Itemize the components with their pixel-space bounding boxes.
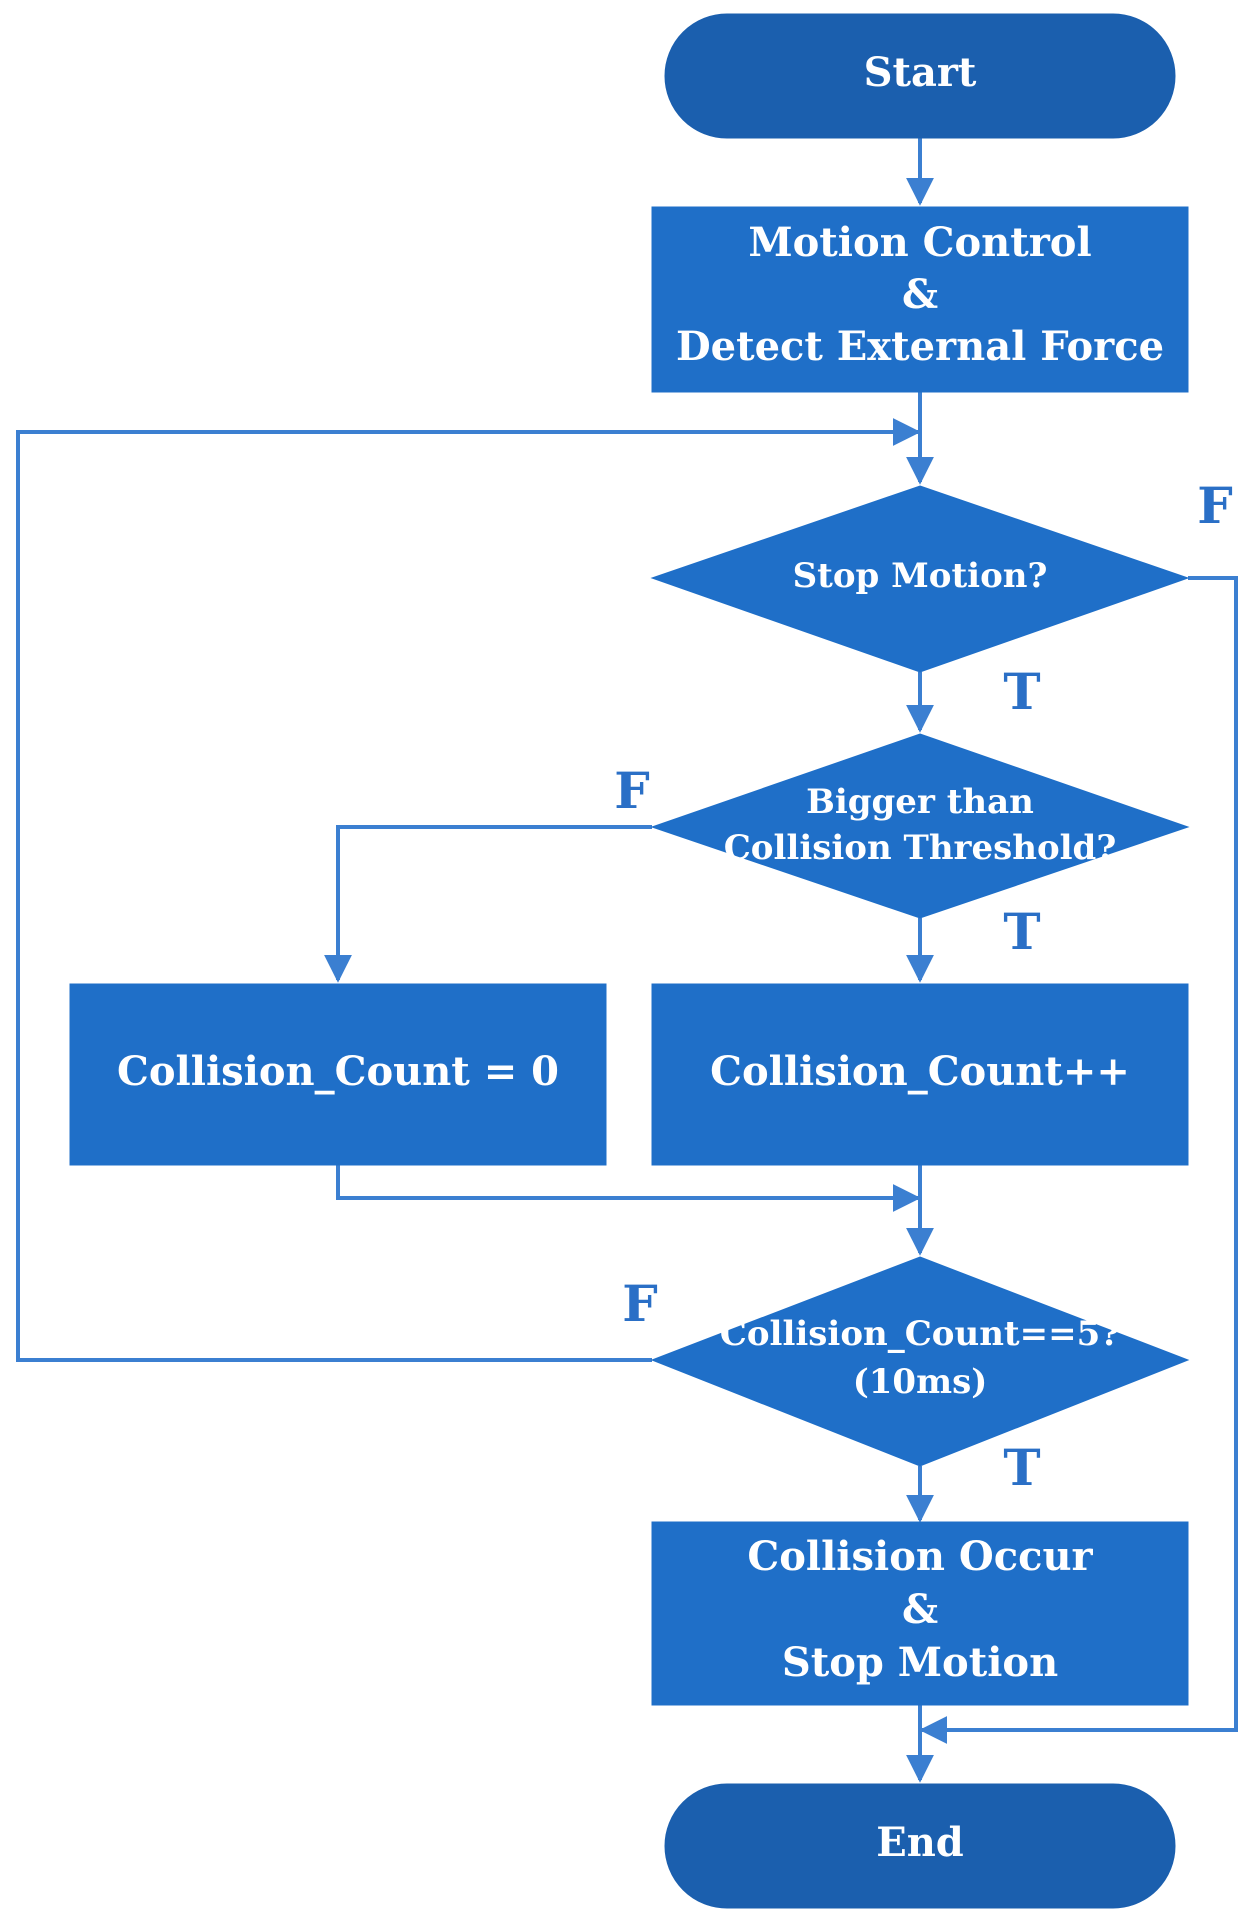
threshold-false-label: F	[614, 761, 650, 820]
count5-label-2: (10ms)	[853, 1362, 988, 1402]
stop-motion-true-label: T	[1003, 662, 1040, 721]
motion-control-label-1: Motion Control	[748, 219, 1091, 266]
stop-motion-shape	[650, 485, 1190, 673]
collision-occur-node: Collision Occur & Stop Motion	[651, 1521, 1189, 1706]
threshold-label-2: Collision Threshold?	[724, 828, 1117, 868]
count5-label-1: Collision_Count==5?	[720, 1314, 1120, 1354]
count-reset-node: Collision_Count = 0	[69, 983, 607, 1166]
collision-occur-label-1: Collision Occur	[747, 1533, 1093, 1580]
stop-motion-decision: Stop Motion?	[650, 485, 1190, 673]
count-increment-label: Collision_Count++	[710, 1048, 1130, 1095]
edges	[16, 138, 1238, 1783]
collision-occur-label-2: &	[902, 1586, 938, 1633]
threshold-true-label: T	[1003, 902, 1040, 961]
count5-true-label: T	[1003, 1438, 1040, 1497]
edge-threshold-false	[324, 825, 652, 983]
stop-motion-false-label: F	[1197, 476, 1233, 535]
stop-motion-label: Stop Motion?	[793, 556, 1048, 596]
collision-occur-label-3: Stop Motion	[782, 1639, 1058, 1686]
end-shape	[664, 1783, 1176, 1909]
threshold-label-1: Bigger than	[806, 782, 1034, 822]
start-node: Start	[664, 13, 1176, 139]
count5-decision: Collision_Count==5? (10ms)	[650, 1256, 1190, 1467]
motion-control-node: Motion Control & Detect External Force	[651, 206, 1189, 393]
edge-stop-false	[919, 576, 1238, 1744]
count-increment-shape	[651, 983, 1189, 1166]
count-reset-label: Collision_Count = 0	[117, 1048, 559, 1095]
count-reset-shape	[69, 983, 607, 1166]
threshold-decision: Bigger than Collision Threshold?	[650, 733, 1190, 919]
motion-control-shape	[651, 206, 1189, 393]
count-increment-node: Collision_Count++	[651, 983, 1189, 1166]
edge-count5-false	[16, 418, 921, 1362]
motion-control-label-3: Detect External Force	[676, 323, 1164, 370]
count5-shape	[650, 1256, 1190, 1467]
edge-reset-to-merge	[336, 1165, 921, 1212]
threshold-shape	[650, 733, 1190, 919]
motion-control-label-2: &	[902, 271, 938, 318]
end-label: End	[876, 1819, 964, 1866]
count5-false-label: F	[622, 1274, 658, 1333]
end-node: End	[664, 1783, 1176, 1909]
start-label: Start	[864, 49, 977, 96]
start-shape	[664, 13, 1176, 139]
collision-occur-shape	[651, 1521, 1189, 1706]
edge-labels: F T F T F T	[614, 476, 1233, 1497]
